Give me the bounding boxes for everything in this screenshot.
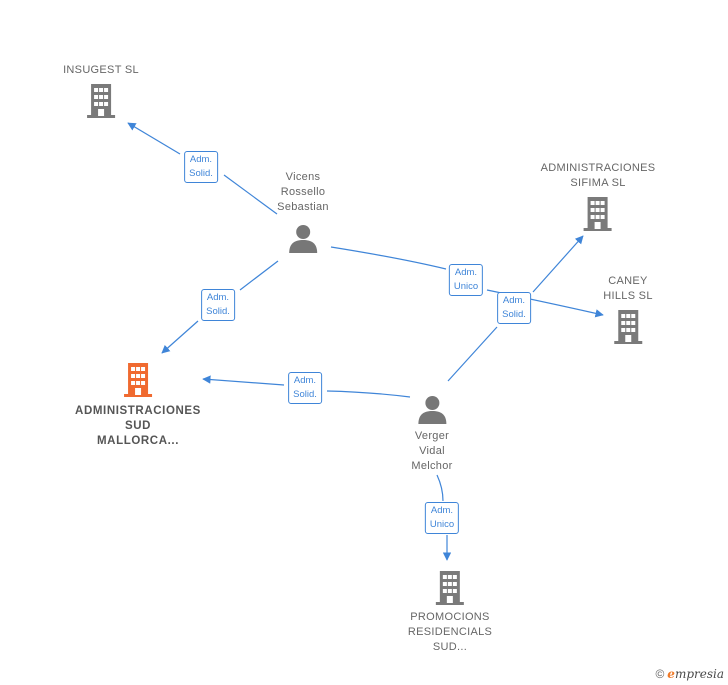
edge-line-vicens-caney — [330, 246, 447, 270]
edge-line-verger-promocions — [436, 474, 444, 502]
building-icon — [435, 571, 464, 605]
copyright-icon: © — [655, 667, 665, 681]
edge-line-vicens-sud_mallorca — [161, 320, 199, 354]
edge-line-vicens-insugest — [223, 174, 278, 215]
edge-label-verger-sifima: Adm.Solid. — [497, 292, 531, 324]
edge-label-verger-promocions: Adm.Unico — [424, 502, 460, 534]
company-label: INSUGEST SL — [63, 64, 139, 76]
person-icon — [288, 225, 317, 253]
brand-watermark: ©empresia — [655, 667, 724, 681]
edge-label-vicens-insugest: Adm.Solid. — [184, 151, 218, 183]
brand-name: mpresia — [674, 667, 724, 681]
edge-line-verger-sifima — [447, 326, 498, 382]
edge-line-verger-sud_mallorca — [326, 390, 411, 398]
building-icon — [87, 84, 115, 118]
edge-line-vicens-sud_mallorca — [239, 260, 279, 291]
edge-line-verger-sifima — [532, 235, 584, 293]
building-icon — [613, 310, 642, 344]
building-icon — [584, 197, 612, 231]
edge-label-vicens-sud-mallorca: Adm.Solid. — [201, 289, 235, 321]
person-icon — [417, 396, 446, 424]
company-node-insugest[interactable]: INSUGEST SL — [63, 63, 139, 119]
edge-line-vicens-insugest — [127, 122, 181, 155]
building-icon — [123, 363, 152, 397]
edge-label-verger-sud-mallorca: Adm.Solid. — [288, 372, 322, 404]
brand-initial: e — [667, 667, 675, 681]
edge-label-vicens-caney: Adm.Unico — [448, 264, 484, 296]
edge-line-verger-sud_mallorca — [202, 375, 285, 386]
